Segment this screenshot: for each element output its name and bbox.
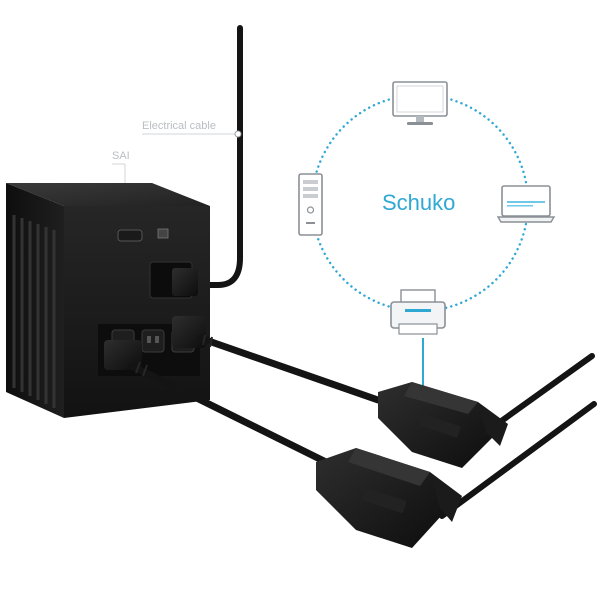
- usb-port: [157, 228, 169, 239]
- electrical-cable-label: Electrical cable: [142, 120, 216, 132]
- electrical-cable: [192, 25, 243, 288]
- schuko-connector-2: [316, 448, 462, 548]
- monitor-icon: [392, 81, 448, 125]
- output-cables: [128, 334, 597, 519]
- schuko-label: Schuko: [382, 190, 456, 215]
- desktop-tower-icon: [298, 173, 323, 236]
- sai-label: SAI: [112, 150, 130, 162]
- side-vents: [12, 215, 56, 408]
- outlet-plug-1: [104, 340, 142, 370]
- schuko-connector-1: [378, 382, 508, 468]
- laptop-icon: [496, 185, 556, 223]
- sai-device: [6, 183, 210, 418]
- power-input-plug: [172, 268, 198, 296]
- serial-port: [117, 229, 143, 242]
- outlet-plug-2: [172, 316, 206, 348]
- printer-icon: [390, 289, 446, 335]
